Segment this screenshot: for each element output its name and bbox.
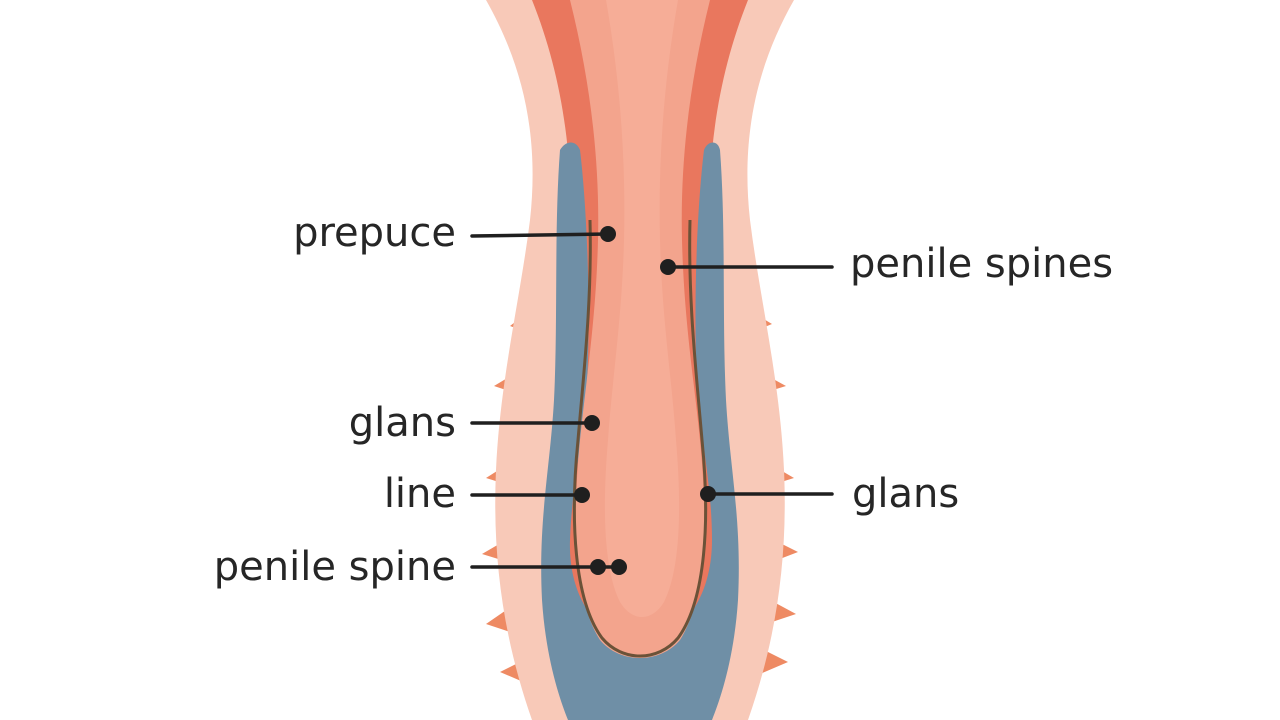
leader-prepuce bbox=[470, 232, 610, 238]
leaders bbox=[470, 226, 834, 575]
dot-line bbox=[574, 487, 590, 503]
label-line: line bbox=[384, 471, 456, 517]
dot-glans-left bbox=[584, 415, 600, 431]
right-spine-6 bbox=[760, 650, 788, 674]
dot-penile-spine-2 bbox=[611, 559, 627, 575]
inner-outline bbox=[572, 219, 708, 658]
label-glans-right: glans bbox=[852, 471, 959, 517]
dot-prepuce bbox=[600, 226, 616, 242]
label-penile-spines: penile spines bbox=[850, 241, 1113, 287]
glans-layer bbox=[541, 142, 739, 720]
dot-penile-spines bbox=[660, 259, 676, 275]
dot-glans-right bbox=[700, 486, 716, 502]
inner-core bbox=[604, 0, 680, 617]
label-glans-left: glans bbox=[349, 400, 456, 446]
dot-penile-spine-1 bbox=[590, 559, 606, 575]
label-prepuce: prepuce bbox=[293, 210, 456, 256]
label-penile-spine: penile spine bbox=[214, 544, 456, 590]
